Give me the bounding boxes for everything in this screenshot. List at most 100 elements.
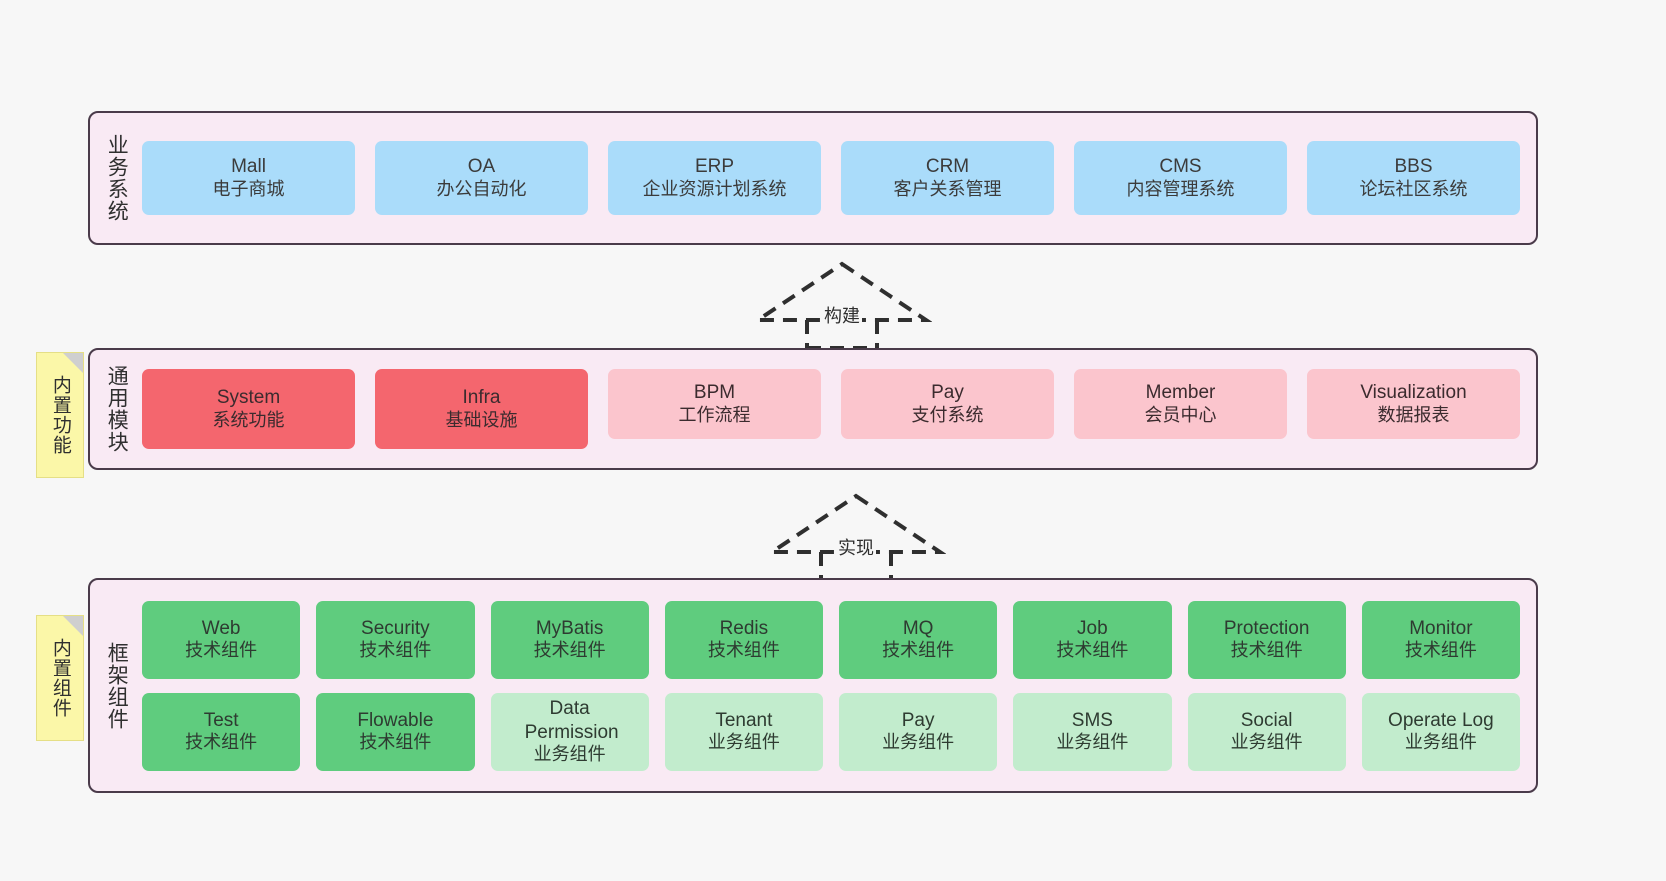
layer-business-systems: 业务系统 Mall 电子商城 OA 办公自动化 ERP 企业资源计划系统 CRM bbox=[88, 111, 1538, 245]
node-subtitle: 技术组件 bbox=[1056, 640, 1129, 661]
node-subtitle: 基础设施 bbox=[445, 409, 518, 430]
node-protection[interactable]: Protection 技术组件 bbox=[1187, 600, 1346, 679]
node-infra[interactable]: Infra 基础设施 bbox=[375, 369, 588, 449]
node-bpm[interactable]: BPM 工作流程 bbox=[608, 369, 821, 439]
node-subtitle: 论坛社区系统 bbox=[1359, 178, 1468, 199]
node-title: Job bbox=[1077, 617, 1108, 639]
node-system[interactable]: System 系统功能 bbox=[142, 369, 355, 449]
node-crm[interactable]: CRM 客户关系管理 bbox=[841, 141, 1054, 215]
sticky-note-builtin-features: 内置功能 bbox=[36, 352, 84, 478]
node-subtitle: 业务组件 bbox=[707, 732, 780, 753]
node-subtitle: 数据报表 bbox=[1377, 404, 1450, 425]
layer-label-common-modules: 通用模块 bbox=[105, 365, 129, 453]
node-subtitle: 业务组件 bbox=[533, 743, 606, 764]
node-security[interactable]: Security 技术组件 bbox=[316, 600, 475, 679]
node-title: Tenant bbox=[715, 709, 773, 731]
node-subtitle: 技术组件 bbox=[882, 640, 955, 661]
node-subtitle: 技术组件 bbox=[359, 640, 432, 661]
node-subtitle: 会员中心 bbox=[1144, 404, 1217, 425]
node-subtitle: 技术组件 bbox=[707, 640, 780, 661]
node-title: Flowable bbox=[357, 709, 434, 731]
node-subtitle: 业务组件 bbox=[1404, 732, 1477, 753]
node-title: System bbox=[216, 387, 281, 409]
node-title: BPM bbox=[693, 382, 736, 404]
connector-implement: 实现 bbox=[766, 490, 946, 582]
node-flowable[interactable]: Flowable 技术组件 bbox=[316, 692, 475, 771]
node-title: Mall bbox=[231, 156, 266, 178]
sticky-note-text: 内置功能 bbox=[49, 375, 71, 455]
node-title: Test bbox=[203, 709, 239, 731]
node-data-permission[interactable]: Data Permission 业务组件 bbox=[490, 692, 649, 771]
node-title: Visualization bbox=[1360, 382, 1467, 404]
node-title: MQ bbox=[902, 617, 934, 639]
connector-build-label: 构建 bbox=[822, 302, 862, 328]
node-subtitle: 业务组件 bbox=[1056, 732, 1129, 753]
node-row: Mall 电子商城 OA 办公自动化 ERP 企业资源计划系统 CRM 客户关系… bbox=[142, 141, 1520, 215]
layer-common-modules: 通用模块 System 系统功能 Infra 基础设施 BPM 工作流程 Pay bbox=[88, 348, 1538, 470]
layer-body-common-modules: System 系统功能 Infra 基础设施 BPM 工作流程 Pay 支付系统… bbox=[136, 350, 1536, 468]
node-title: Protection bbox=[1223, 617, 1310, 639]
layer-framework-components: 框架组件 Web 技术组件 Security 技术组件 MyBatis 技术组件… bbox=[88, 578, 1538, 793]
node-title: Operate Log bbox=[1388, 709, 1494, 731]
node-visualization[interactable]: Visualization 数据报表 bbox=[1307, 369, 1520, 439]
connector-build: 构建 bbox=[752, 258, 932, 350]
node-subtitle: 业务组件 bbox=[882, 732, 955, 753]
node-title: Member bbox=[1145, 382, 1216, 404]
node-cms[interactable]: CMS 内容管理系统 bbox=[1074, 141, 1287, 215]
node-title: Infra bbox=[462, 387, 501, 409]
node-title: BBS bbox=[1394, 156, 1433, 178]
node-sms[interactable]: SMS 业务组件 bbox=[1013, 692, 1172, 771]
node-title: Monitor bbox=[1409, 617, 1473, 639]
node-subtitle: 客户关系管理 bbox=[893, 178, 1002, 199]
node-subtitle: 技术组件 bbox=[359, 732, 432, 753]
node-subtitle: 内容管理系统 bbox=[1126, 178, 1235, 199]
node-pay-business[interactable]: Pay 业务组件 bbox=[839, 692, 998, 771]
node-row: Test 技术组件 Flowable 技术组件 Data Permission … bbox=[142, 692, 1520, 771]
node-subtitle: 业务组件 bbox=[1230, 732, 1303, 753]
node-title: CMS bbox=[1159, 156, 1202, 178]
node-social[interactable]: Social 业务组件 bbox=[1187, 692, 1346, 771]
node-subtitle: 办公自动化 bbox=[436, 178, 527, 199]
node-subtitle: 技术组件 bbox=[1230, 640, 1303, 661]
node-subtitle: 技术组件 bbox=[533, 640, 606, 661]
node-tenant[interactable]: Tenant 业务组件 bbox=[664, 692, 823, 771]
folded-corner-icon bbox=[63, 616, 83, 636]
node-row: System 系统功能 Infra 基础设施 BPM 工作流程 Pay 支付系统… bbox=[142, 369, 1520, 449]
node-test[interactable]: Test 技术组件 bbox=[142, 692, 301, 771]
node-mall[interactable]: Mall 电子商城 bbox=[142, 141, 355, 215]
layer-body-business-systems: Mall 电子商城 OA 办公自动化 ERP 企业资源计划系统 CRM 客户关系… bbox=[136, 113, 1536, 243]
node-title: Pay bbox=[901, 709, 935, 731]
node-subtitle: 电子商城 bbox=[212, 178, 285, 199]
node-pay[interactable]: Pay 支付系统 bbox=[841, 369, 1054, 439]
node-subtitle: 支付系统 bbox=[911, 404, 984, 425]
node-subtitle: 企业资源计划系统 bbox=[642, 178, 787, 199]
node-title: SMS bbox=[1071, 709, 1113, 731]
node-row: Web 技术组件 Security 技术组件 MyBatis 技术组件 Redi… bbox=[142, 600, 1520, 679]
node-oa[interactable]: OA 办公自动化 bbox=[375, 141, 588, 215]
node-redis[interactable]: Redis 技术组件 bbox=[664, 600, 823, 679]
sticky-note-text: 内置组件 bbox=[49, 638, 71, 718]
node-title: MyBatis bbox=[535, 617, 604, 639]
node-subtitle: 技术组件 bbox=[185, 732, 258, 753]
node-title: OA bbox=[467, 156, 496, 178]
node-monitor[interactable]: Monitor 技术组件 bbox=[1361, 600, 1520, 679]
node-job[interactable]: Job 技术组件 bbox=[1013, 600, 1172, 679]
layer-body-framework-components: Web 技术组件 Security 技术组件 MyBatis 技术组件 Redi… bbox=[136, 580, 1536, 791]
node-member[interactable]: Member 会员中心 bbox=[1074, 369, 1287, 439]
node-subtitle: 系统功能 bbox=[212, 409, 285, 430]
node-operate-log[interactable]: Operate Log 业务组件 bbox=[1361, 692, 1520, 771]
node-title: Security bbox=[361, 617, 430, 639]
layer-label-framework-components: 框架组件 bbox=[105, 641, 129, 730]
node-mq[interactable]: MQ 技术组件 bbox=[839, 600, 998, 679]
node-title: Redis bbox=[719, 617, 769, 639]
node-subtitle: 工作流程 bbox=[678, 404, 751, 425]
node-erp[interactable]: ERP 企业资源计划系统 bbox=[608, 141, 821, 215]
node-title: Web bbox=[201, 617, 241, 639]
node-web[interactable]: Web 技术组件 bbox=[142, 600, 301, 679]
node-title: Social bbox=[1240, 709, 1293, 731]
node-bbs[interactable]: BBS 论坛社区系统 bbox=[1307, 141, 1520, 215]
node-mybatis[interactable]: MyBatis 技术组件 bbox=[490, 600, 649, 679]
node-title: CRM bbox=[925, 156, 970, 178]
node-title: Pay bbox=[931, 382, 964, 404]
